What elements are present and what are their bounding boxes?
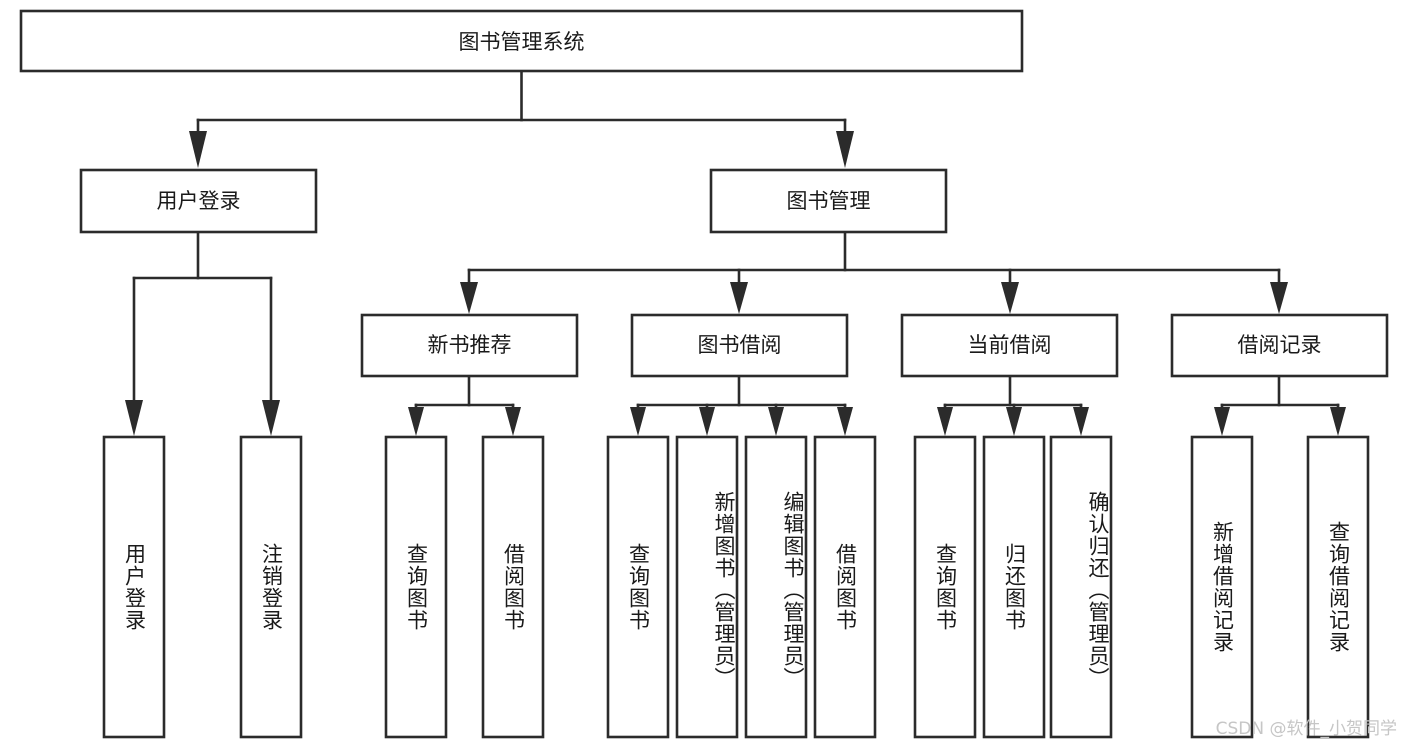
node-book-management-box[interactable] (709, 168, 948, 234)
arrow-record-leaf-2 (1330, 407, 1346, 436)
arrow-borrow-leaf-2 (699, 407, 715, 436)
leaf-box-add-borrow-record[interactable] (1190, 435, 1254, 739)
arrow-current-leaf-3 (1073, 407, 1089, 436)
leaf-box-borrow-book-rec[interactable] (481, 435, 545, 739)
arrow-to-user-login (189, 131, 207, 168)
node-current-borrow[interactable]: 当前借阅 (900, 313, 1119, 378)
leaf-box-add-book-admin[interactable] (675, 435, 739, 739)
arrow-to-leaf-logout (262, 400, 280, 436)
arrow-to-current-borrow (1001, 282, 1019, 314)
arrow-to-new-book-rec (460, 282, 478, 314)
arrow-to-leaf-user-login (125, 400, 143, 436)
node-book-management[interactable]: 图书管理 (709, 168, 948, 234)
leaf-box-query-book-rec[interactable] (384, 435, 448, 739)
arrow-rec-leaf-1 (408, 407, 424, 436)
node-borrow-record-box[interactable] (1170, 313, 1389, 378)
arrow-borrow-leaf-4 (837, 407, 853, 436)
leaf-box-query-borrow-record[interactable] (1306, 435, 1370, 739)
arrow-to-book-borrow (730, 282, 748, 314)
leaf-box-query-book-current[interactable] (913, 435, 977, 739)
leaf-box-edit-book-admin[interactable] (744, 435, 808, 739)
node-new-book-recommend[interactable]: 新书推荐 (360, 313, 579, 378)
node-current-borrow-label: 当前借阅 (968, 333, 1052, 357)
node-user-login-label: 用户登录 (157, 189, 241, 213)
node-current-borrow-box[interactable] (900, 313, 1119, 378)
arrow-borrow-leaf-1 (630, 407, 646, 436)
node-borrow-record[interactable]: 借阅记录 (1170, 313, 1389, 378)
node-book-borrow[interactable]: 图书借阅 (630, 313, 849, 378)
leaf-box-return-book[interactable] (982, 435, 1046, 739)
watermark-text: CSDN @软件_小贺同学 (1215, 719, 1397, 739)
node-book-borrow-box[interactable] (630, 313, 849, 378)
arrow-current-leaf-2 (1006, 407, 1022, 436)
arrow-rec-leaf-2 (505, 407, 521, 436)
node-root-label: 图书管理系统 (459, 30, 585, 54)
leaf-box-borrow-book[interactable] (813, 435, 877, 739)
node-root-box[interactable] (19, 9, 1024, 73)
node-new-book-recommend-box[interactable] (360, 313, 579, 378)
arrow-to-borrow-record (1270, 282, 1288, 314)
leaf-box-user-login[interactable] (102, 435, 166, 739)
node-borrow-record-label: 借阅记录 (1238, 333, 1322, 357)
arrow-to-book-mgmt (836, 131, 854, 168)
node-book-management-label: 图书管理 (787, 189, 871, 213)
node-user-login-box[interactable] (79, 168, 318, 234)
arrow-borrow-leaf-3 (768, 407, 784, 436)
node-new-book-recommend-label: 新书推荐 (428, 333, 512, 357)
node-book-borrow-label: 图书借阅 (698, 333, 782, 357)
node-root[interactable]: 图书管理系统 (19, 9, 1024, 73)
node-user-login[interactable]: 用户登录 (79, 168, 318, 234)
arrow-record-leaf-1 (1214, 407, 1230, 436)
leaf-box-logout[interactable] (239, 435, 303, 739)
leaf-box-confirm-return-admin[interactable] (1049, 435, 1113, 739)
arrow-current-leaf-1 (937, 407, 953, 436)
leaf-box-query-book-borrow[interactable] (606, 435, 670, 739)
